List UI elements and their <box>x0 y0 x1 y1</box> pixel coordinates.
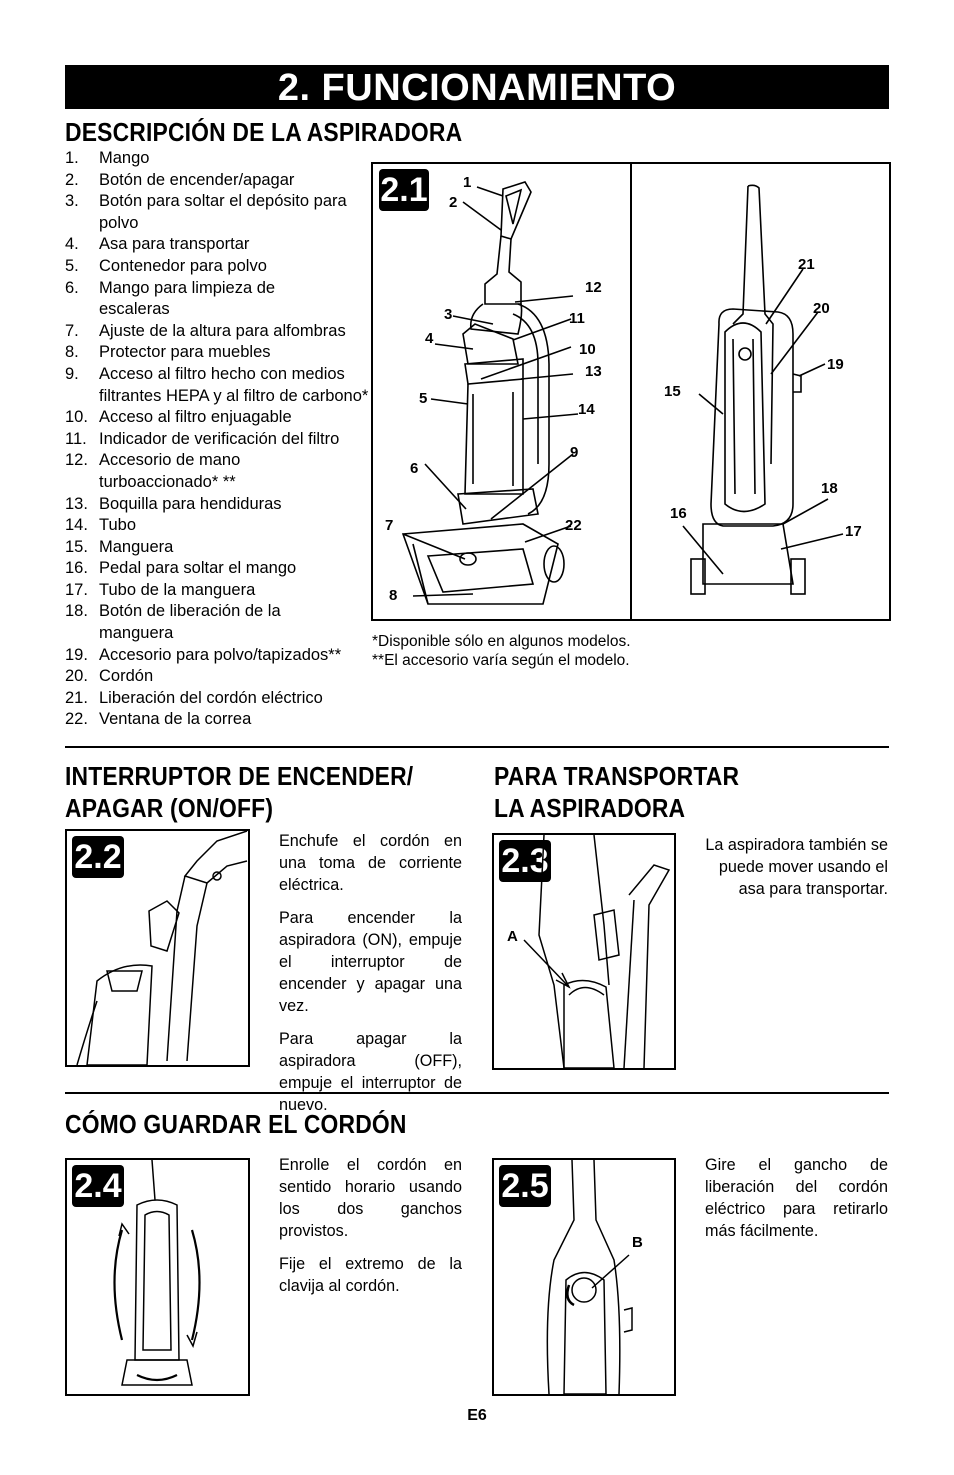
callout-5: 5 <box>419 390 428 407</box>
list-item: 2.Botón de encender/apagar <box>65 170 295 189</box>
callout-19: 19 <box>827 356 844 373</box>
callout-17: 17 <box>845 523 862 540</box>
paragraph: Para apagar la aspiradora (OFF), empuje … <box>279 1030 462 1114</box>
footnote: **El accesorio varía según el modelo. <box>372 651 630 669</box>
figure-2-1: 2.1 <box>371 162 891 621</box>
list-item: 8.Protector para muebles <box>65 343 271 362</box>
carry-illustration <box>523 835 671 1068</box>
callout-4: 4 <box>425 330 434 347</box>
figure-label: 2.1 <box>379 169 429 211</box>
list-item: 12.Accesorio de mano turboaccionado* ** <box>65 451 241 491</box>
callout-13: 13 <box>585 363 602 380</box>
callout-3: 3 <box>444 306 453 323</box>
paragraph: Fije el extremo de la clavija al cordón. <box>279 1255 462 1295</box>
paragraph: Enrolle el cordón en sentido horario usa… <box>279 1156 462 1240</box>
description-heading: DESCRIPCIÓN DE LA ASPIRADORA <box>65 117 463 147</box>
paragraph: Enchufe el cordón en una toma de corrien… <box>279 832 462 894</box>
callout-14: 14 <box>578 401 595 418</box>
list-item: 14.Tubo <box>65 516 136 535</box>
list-item: 19.Accesorio para polvo/tapizados** <box>65 645 342 664</box>
list-item: 6.Mango para limpieza de escaleras <box>65 278 276 319</box>
section-title-banner: 2. FUNCIONAMIENTO <box>65 65 889 109</box>
callout-2: 2 <box>449 194 458 211</box>
power-switch-illustration <box>76 831 248 1065</box>
figure-2-2: 2.2 <box>65 829 250 1067</box>
section-divider <box>65 746 889 748</box>
paragraph: Para encender la aspiradora (ON), empuje… <box>279 909 462 1015</box>
figure-divider <box>630 164 632 619</box>
list-item: 11.Indicador de verificación del filtro <box>65 429 340 448</box>
list-item: 16.Pedal para soltar el mango <box>65 559 297 578</box>
callout-20: 20 <box>813 300 830 317</box>
callout-a: A <box>507 928 518 945</box>
switch-text: Enchufe el cordón en una toma de corrien… <box>279 830 462 1127</box>
cord-heading: CÓMO GUARDAR EL CORDÓN <box>65 1109 407 1139</box>
carry-heading: PARA TRANSPORTAR LA ASPIRADORA <box>494 761 740 823</box>
list-item: 15.Manguera <box>65 537 174 556</box>
vacuum-front-illustration <box>401 181 844 605</box>
list-item: 9.Acceso al filtro hecho con medios filt… <box>65 364 369 405</box>
callout-15: 15 <box>664 383 681 400</box>
callout-b: B <box>632 1234 643 1251</box>
callout-11: 11 <box>569 310 585 327</box>
list-item: 7.Ajuste de la altura para alfombras <box>65 321 346 340</box>
carry-text: La aspiradora también se puede mover usa… <box>705 836 888 898</box>
cord-text-right: Gire el gancho de liberación del cordón … <box>705 1156 888 1240</box>
callout-18: 18 <box>821 480 838 497</box>
list-item: 20.Cordón <box>65 667 154 686</box>
figure-2-5: 2.5 B <box>492 1158 676 1396</box>
list-item: 22.Ventana de la correa <box>65 710 252 729</box>
figure-2-3: 2.3 A <box>492 833 676 1070</box>
callout-10: 10 <box>579 341 596 358</box>
list-item: 5.Contenedor para polvo <box>65 256 267 275</box>
list-item: 1.Mango <box>65 149 150 167</box>
callout-22: 22 <box>565 517 582 534</box>
callout-7: 7 <box>385 517 394 534</box>
list-item: 18.Botón de liberación de la manguera <box>65 602 281 643</box>
list-item: 4.Asa para transportar <box>65 235 250 254</box>
switch-heading: INTERRUPTOR DE ENCENDER/ APAGAR (ON/OFF) <box>65 761 414 823</box>
callout-12: 12 <box>585 279 602 296</box>
page-number: E6 <box>467 1407 487 1424</box>
figure-2-4: 2.4 <box>65 1158 250 1396</box>
footnote: *Disponible sólo en algunos modelos. <box>372 633 631 650</box>
list-item: 17.Tubo de la manguera <box>65 580 256 599</box>
list-item: 21.Liberación del cordón eléctrico <box>65 688 323 707</box>
cord-wrap-illustration <box>113 1160 201 1386</box>
figure-label: 2.4 <box>72 1165 124 1207</box>
cord-text-left: Enrolle el cordón en sentido horario usa… <box>279 1154 462 1308</box>
callout-6: 6 <box>410 460 419 477</box>
list-item: 13.Boquilla para hendiduras <box>65 494 282 513</box>
callout-1: 1 <box>463 174 472 191</box>
parts-list: 1.Mango 2.Botón de encender/apagar 3.Bot… <box>65 148 375 731</box>
callout-9: 9 <box>570 444 579 461</box>
callout-21: 21 <box>798 256 815 273</box>
section-divider <box>65 1092 889 1094</box>
figure-label: 2.2 <box>72 836 124 878</box>
callout-8: 8 <box>389 587 398 604</box>
figure-label: 2.5 <box>499 1165 551 1207</box>
list-item: 3.Botón para soltar el depósito para pol… <box>65 192 347 232</box>
callout-16: 16 <box>670 505 687 522</box>
footnotes: *Disponible sólo en algunos modelos. **E… <box>372 633 631 670</box>
list-item: 10.Acceso al filtro enjuagable <box>65 408 292 427</box>
cord-release-illustration <box>546 1160 633 1394</box>
